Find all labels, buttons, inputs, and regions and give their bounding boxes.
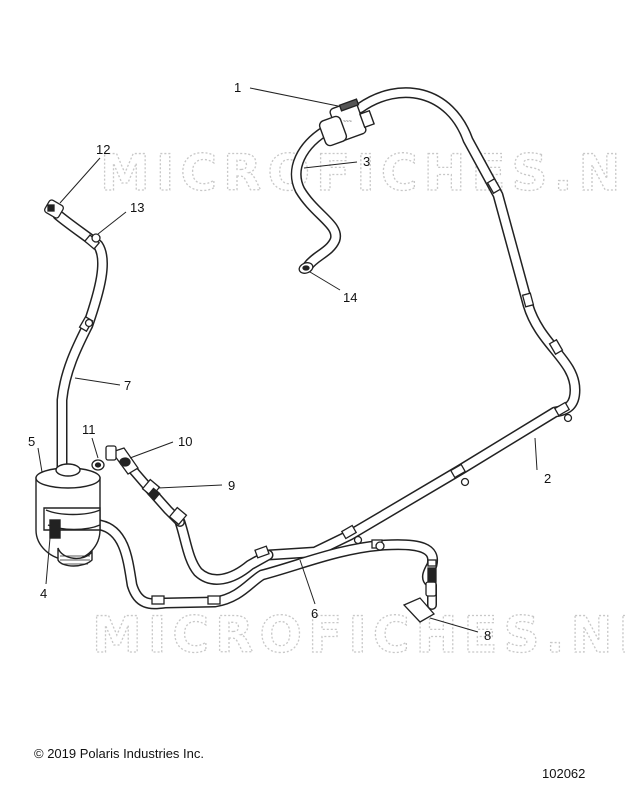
callout-6: 6: [311, 606, 318, 621]
svg-text:~~~: ~~~: [343, 119, 352, 125]
clamp: [340, 524, 358, 540]
clamp: [207, 595, 221, 605]
fittings: [84, 233, 573, 551]
leader-10: [129, 441, 174, 459]
callout-11: 11: [82, 422, 96, 437]
fitting: [563, 413, 573, 423]
callout-1: 1: [234, 80, 241, 95]
leader-11: [91, 437, 99, 459]
callout-12: 12: [96, 142, 110, 157]
clamp: [449, 463, 467, 479]
part-1-valve: ~~~: [318, 98, 375, 147]
callout-4: 4: [40, 586, 47, 601]
fitting: [353, 535, 363, 545]
leader-5: [37, 447, 43, 473]
callout-2: 2: [544, 471, 551, 486]
leader-12: [59, 157, 101, 204]
callout-14: 14: [343, 290, 357, 305]
part-4-5-canister: [35, 463, 101, 567]
leader-1: [249, 87, 339, 107]
part-11-cap: [91, 459, 105, 471]
clamp: [254, 545, 270, 559]
watermark-bottom: MICROFICHES.NET: [92, 606, 625, 664]
clamp: [151, 595, 165, 605]
leader-2: [534, 437, 538, 471]
fitting: [460, 477, 470, 487]
callout-5: 5: [28, 434, 35, 449]
copyright-text: © 2019 Polaris Industries Inc.: [34, 746, 204, 761]
leader-6: [299, 559, 316, 605]
part-12-fitting: [44, 199, 64, 219]
part-10-elbow: [105, 445, 139, 475]
leader-lines: [37, 87, 538, 633]
clamp: [548, 338, 564, 356]
figure-number: 102062: [542, 766, 586, 781]
leader-9: [157, 484, 223, 489]
watermark-top: MICROFICHES.NET: [100, 144, 625, 202]
callout-labels: 1 2 3 4 5 6 7 8 9 10 11 12 13 14: [28, 80, 551, 643]
leader-3: [303, 161, 358, 169]
leader-8: [429, 617, 479, 633]
callout-9: 9: [228, 478, 235, 493]
part-8-fitting: [402, 559, 437, 623]
hose-6: [94, 519, 439, 610]
leader-13: [97, 211, 127, 235]
part-14-end: [298, 262, 314, 274]
fitting: [375, 541, 385, 551]
part-9-connectors: [141, 478, 188, 526]
leader-7: [74, 377, 121, 386]
callout-10: 10: [178, 434, 192, 449]
clamp: [486, 177, 502, 195]
watermark-group: MICROFICHES.NET MICROFICHES.NET: [91, 143, 625, 664]
callout-8: 8: [484, 628, 491, 643]
fitting-13: [91, 233, 101, 243]
callout-3: 3: [363, 154, 370, 169]
fitting: [84, 318, 94, 328]
clamps: [78, 177, 571, 605]
callout-13: 13: [130, 200, 144, 215]
callout-7: 7: [124, 378, 131, 393]
leader-14: [309, 271, 341, 291]
clamp: [553, 401, 571, 417]
clamp: [521, 292, 535, 308]
leader-4: [45, 537, 51, 585]
